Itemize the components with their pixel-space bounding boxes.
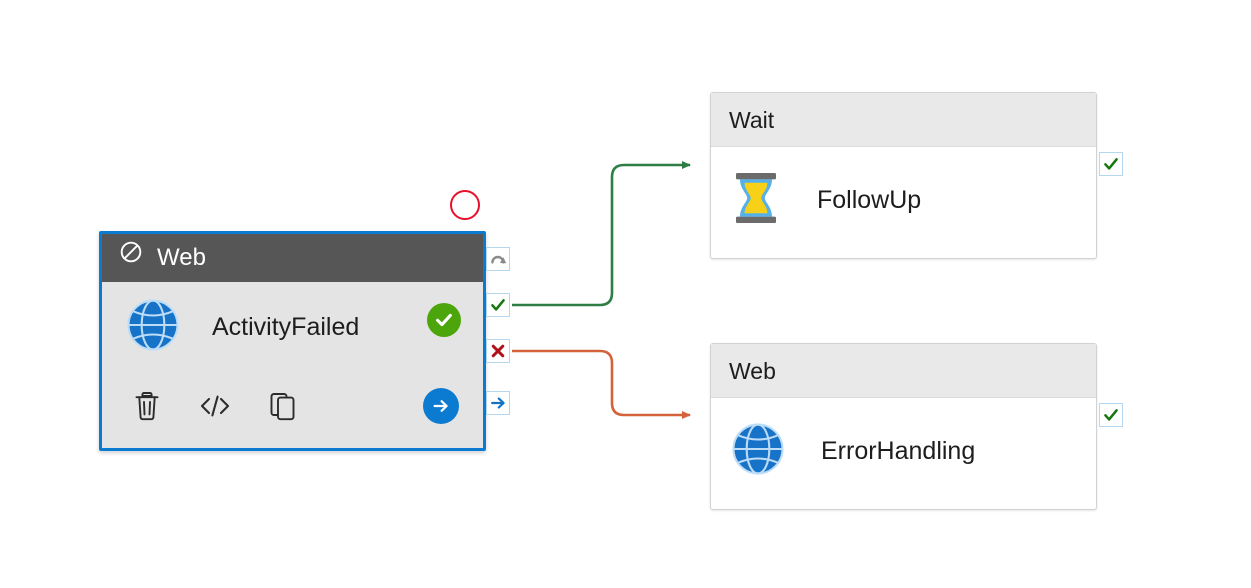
node-web-activityfailed[interactable]: Web ActivityFailed [99, 231, 510, 451]
trash-icon[interactable] [126, 385, 168, 427]
no-entry-icon [118, 234, 144, 282]
node-body: ErrorHandling [711, 398, 1096, 505]
port-success[interactable] [1099, 152, 1123, 176]
connector-success [512, 161, 691, 307]
code-icon[interactable] [194, 385, 236, 427]
activity-label: ErrorHandling [821, 437, 976, 465]
status-badge-success [427, 303, 461, 337]
node-header: Web [711, 344, 1096, 398]
activity-label: ActivityFailed [212, 312, 360, 341]
port-next[interactable] [486, 391, 510, 415]
port-retry[interactable] [486, 247, 510, 271]
node-web-errorhandling[interactable]: Web ErrorHandling [710, 343, 1123, 510]
node-header-label: Wait [729, 107, 775, 133]
node-body: FollowUp [711, 147, 1096, 254]
node-body: ActivityFailed [102, 282, 483, 372]
globe-icon [729, 420, 787, 483]
node-header-label: Web [729, 358, 776, 384]
activity-label: FollowUp [817, 186, 922, 214]
node-header: Wait [711, 93, 1096, 147]
node-header: Web [102, 234, 483, 282]
globe-icon [124, 296, 182, 359]
port-success[interactable] [486, 293, 510, 317]
node-header-label: Web [157, 244, 206, 271]
connector-error [512, 349, 691, 419]
go-button[interactable] [423, 388, 459, 424]
hourglass-icon [729, 169, 783, 232]
port-success[interactable] [1099, 403, 1123, 427]
breakpoint-circle[interactable] [450, 190, 480, 220]
node-wait-followup[interactable]: Wait FollowUp [710, 92, 1123, 259]
node-toolbar[interactable] [102, 372, 483, 440]
copy-icon[interactable] [262, 385, 304, 427]
port-error[interactable] [486, 339, 510, 363]
